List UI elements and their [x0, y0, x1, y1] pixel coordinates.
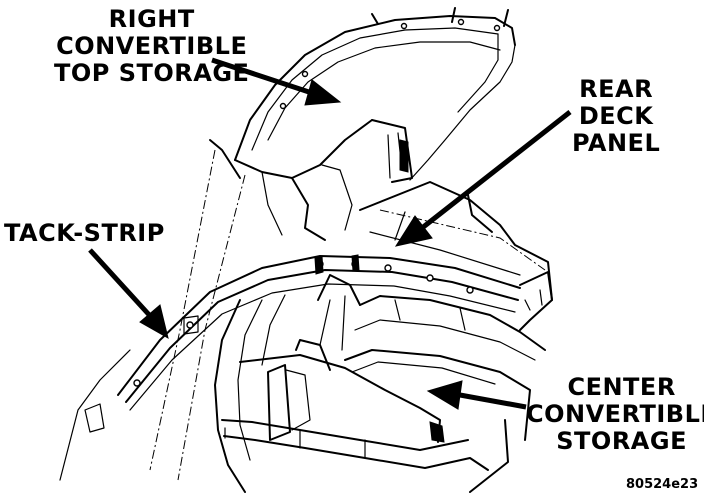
label-rear-line-3: PANEL: [572, 129, 661, 157]
tack-strip: [84, 254, 521, 433]
right-top-storage-well: [234, 7, 516, 241]
label-rear-deck-panel: REAR DECK PANEL: [572, 76, 660, 157]
label-right-line-3: TOP STORAGE: [54, 59, 250, 87]
label-rear-line-2: DECK: [578, 102, 654, 130]
label-rear-line-1: REAR: [579, 75, 654, 103]
label-center-line-3: STORAGE: [556, 427, 687, 455]
label-center-line-1: CENTER: [567, 373, 676, 401]
arrow-right-storage-head: [304, 79, 342, 106]
label-tack-strip-text: TACK-STRIP: [4, 219, 165, 247]
label-tack-strip: TACK-STRIP: [4, 220, 165, 247]
arrow-center-storage: [459, 392, 527, 410]
arrow-tack-strip-head: [139, 304, 169, 340]
label-right-convertible-top-storage: RIGHT CONVERTIBLE TOP STORAGE: [54, 6, 249, 87]
arrow-rear-deck: [420, 110, 572, 230]
figure-code: 80524e23: [626, 477, 698, 492]
arrow-right-storage: [211, 57, 313, 96]
label-right-line-1: RIGHT: [108, 5, 195, 33]
arrow-tack-strip: [88, 248, 154, 320]
leader-arrows: [88, 57, 572, 410]
label-center-line-2: CONVERTIBLE: [526, 400, 704, 428]
center-storage-bin: [214, 274, 546, 493]
label-center-convertible-storage: CENTER CONVERTIBLE STORAGE: [526, 374, 704, 455]
rear-deck-panel: [359, 181, 553, 331]
arrow-rear-deck-head: [394, 215, 433, 247]
label-right-line-2: CONVERTIBLE: [56, 32, 248, 60]
figure-code-text: 80524e23: [626, 477, 699, 492]
arrow-center-storage-head: [426, 380, 463, 410]
